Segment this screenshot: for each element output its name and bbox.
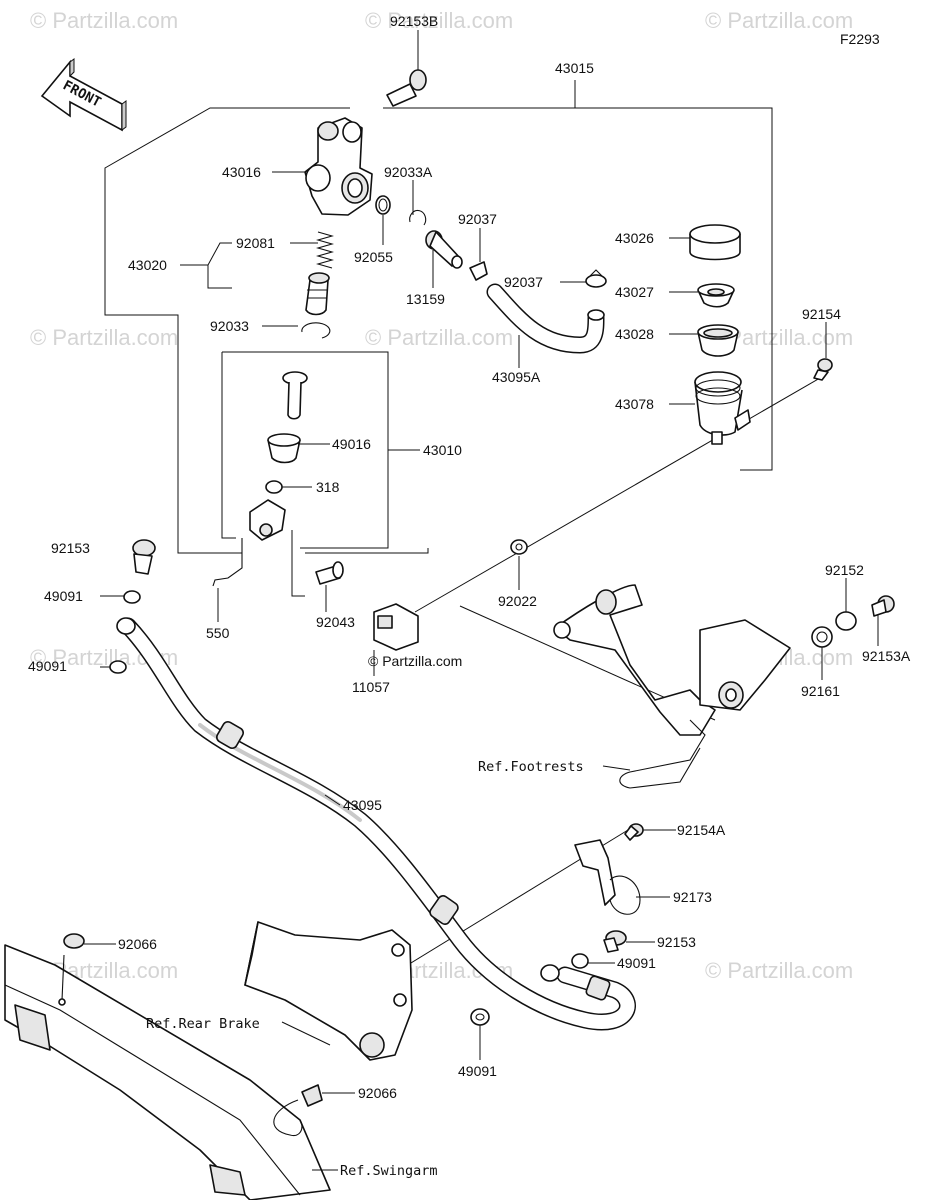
clamp-92173 bbox=[574, 839, 641, 915]
label-92037-mid: 92037 bbox=[504, 274, 543, 290]
brake-hose-43095 bbox=[116, 617, 636, 1031]
label-43020: 43020 bbox=[128, 257, 167, 273]
master-cylinder-body bbox=[304, 117, 373, 216]
boot-49016 bbox=[267, 433, 301, 464]
washer-92022 bbox=[510, 539, 528, 555]
leader-92154 bbox=[414, 377, 821, 613]
watermark: © Partzilla.com bbox=[365, 8, 513, 33]
watermarks: © Partzilla.com © Partzilla.com © Partzi… bbox=[30, 8, 853, 983]
reservoir-43078 bbox=[694, 371, 751, 445]
label-92066-top: 92066 bbox=[118, 936, 157, 952]
watermark: © Partzilla.com bbox=[705, 958, 853, 983]
cotter-pin-550 bbox=[212, 538, 243, 587]
circlip-92033 bbox=[301, 322, 331, 339]
label-49091-top: 49091 bbox=[44, 588, 83, 604]
reservoir-hose-43095A bbox=[486, 283, 605, 354]
washer-49091-d bbox=[470, 1008, 490, 1026]
label-43010: 43010 bbox=[423, 442, 462, 458]
label-13159: 13159 bbox=[406, 291, 445, 307]
label-43016: 43016 bbox=[222, 164, 261, 180]
bolt-92154A bbox=[624, 823, 644, 841]
part-labels: 92153B 43015 43016 92033A 92037 43026 92… bbox=[28, 13, 911, 1101]
assembly-frame-43015 bbox=[104, 80, 773, 554]
diagram-code: F2293 bbox=[840, 31, 880, 47]
label-43027: 43027 bbox=[615, 284, 654, 300]
diaphragm-43028 bbox=[697, 324, 739, 357]
assembly-bracket-43020 bbox=[180, 242, 232, 289]
watermark: © Partzilla.com bbox=[30, 325, 178, 350]
caliper-bracket bbox=[244, 921, 413, 1061]
clevis bbox=[249, 499, 286, 541]
label-92152: 92152 bbox=[825, 562, 864, 578]
swingarm bbox=[4, 944, 331, 1200]
grommet-92066-a bbox=[58, 933, 85, 1006]
ref-swingarm: Ref.Swingarm bbox=[340, 1163, 438, 1179]
grommet-92066-b bbox=[273, 1084, 323, 1137]
label-49091-left: 49091 bbox=[28, 658, 67, 674]
label-43028: 43028 bbox=[615, 326, 654, 342]
label-318: 318 bbox=[316, 479, 340, 495]
label-92153-left: 92153 bbox=[51, 540, 90, 556]
collar-92152 bbox=[835, 611, 857, 631]
bolt-92154 bbox=[813, 358, 833, 381]
label-49016: 49016 bbox=[332, 436, 371, 452]
label-92153-right: 92153 bbox=[657, 934, 696, 950]
center-watermark: © Partzilla.com bbox=[368, 653, 462, 669]
label-92154A: 92154A bbox=[677, 822, 726, 838]
watermark: © Partzilla.com bbox=[30, 8, 178, 33]
label-92153B: 92153B bbox=[390, 13, 438, 29]
label-92173: 92173 bbox=[673, 889, 712, 905]
watermark: © Partzilla.com bbox=[365, 325, 513, 350]
washer-49091-b bbox=[109, 660, 127, 674]
clamp-92037-b bbox=[585, 269, 607, 288]
bolt-92153B bbox=[386, 69, 427, 107]
label-43078: 43078 bbox=[615, 396, 654, 412]
label-92022: 92022 bbox=[498, 593, 537, 609]
clamp-92037-a bbox=[469, 261, 488, 281]
circlip-92033A bbox=[409, 209, 427, 226]
pin-92043 bbox=[291, 530, 344, 597]
front-arrow: FRONT bbox=[40, 58, 127, 132]
label-92037-top: 92037 bbox=[458, 211, 497, 227]
nut-318 bbox=[265, 480, 283, 494]
banjo-bolt-92153-left bbox=[132, 539, 156, 575]
washer-49091-a bbox=[123, 590, 141, 604]
label-43095A: 43095A bbox=[492, 369, 541, 385]
label-49091-bottom: 49091 bbox=[458, 1063, 497, 1079]
label-43095: 43095 bbox=[343, 797, 382, 813]
bracket-11057 bbox=[373, 603, 419, 651]
label-92066-bottom: 92066 bbox=[358, 1085, 397, 1101]
label-43015: 43015 bbox=[555, 60, 594, 76]
label-92043: 92043 bbox=[316, 614, 355, 630]
diaphragm-plate-43027 bbox=[697, 283, 735, 308]
bushing-92161 bbox=[811, 626, 833, 648]
ref-rear-brake: Ref.Rear Brake bbox=[146, 1016, 260, 1032]
label-550: 550 bbox=[206, 625, 230, 641]
reference-labels: Ref.Footrests Ref.Rear Brake Ref.Swingar… bbox=[146, 759, 584, 1179]
label-92033A: 92033A bbox=[384, 164, 433, 180]
label-92033: 92033 bbox=[210, 318, 249, 334]
watermark: © Partzilla.com bbox=[705, 8, 853, 33]
label-92081: 92081 bbox=[236, 235, 275, 251]
label-92055: 92055 bbox=[354, 249, 393, 265]
label-11057: 11057 bbox=[352, 679, 390, 695]
fitting-13159 bbox=[425, 230, 463, 269]
reservoir-cap-43026 bbox=[689, 224, 741, 261]
label-49091-right: 49091 bbox=[617, 955, 656, 971]
label-92153A: 92153A bbox=[862, 648, 911, 664]
banjo-bolt-92153-right bbox=[603, 930, 627, 953]
push-rod-43010 bbox=[282, 371, 308, 420]
brake-pedal bbox=[553, 584, 791, 789]
label-92154: 92154 bbox=[802, 306, 841, 322]
label-92161: 92161 bbox=[801, 683, 840, 699]
ref-footrests: Ref.Footrests bbox=[478, 759, 584, 775]
washer-49091-c bbox=[571, 953, 589, 969]
bolt-92153A bbox=[871, 595, 895, 617]
leaders bbox=[84, 30, 879, 1171]
piston-43020 bbox=[305, 272, 330, 316]
spring-92081 bbox=[315, 231, 335, 269]
o-ring-92055 bbox=[375, 195, 391, 215]
label-43026: 43026 bbox=[615, 230, 654, 246]
